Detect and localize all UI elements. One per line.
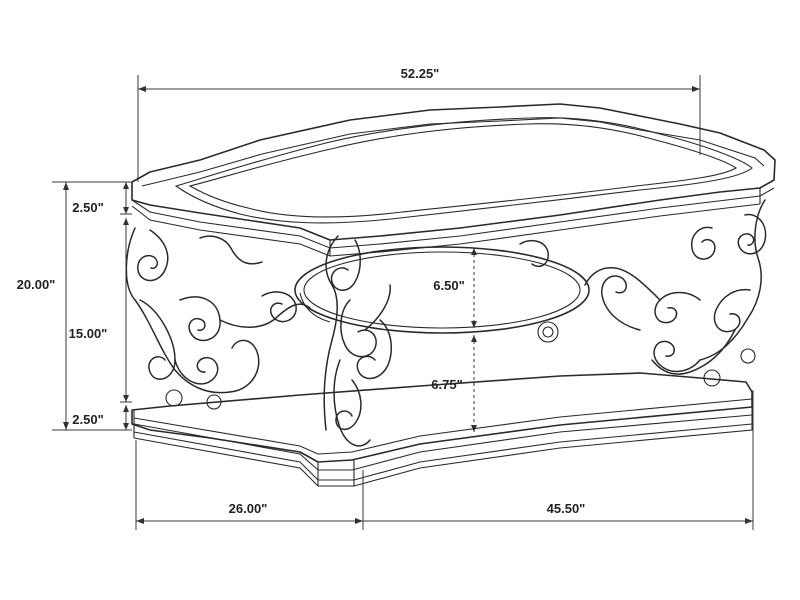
base-thickness-dimension: 2.50" xyxy=(72,405,129,430)
front-scroll-legs xyxy=(323,235,559,447)
shelf-clearance-top-label: 6.50" xyxy=(433,278,464,293)
top-thickness-label: 2.50" xyxy=(72,200,103,215)
depth-dimension: 26.00" xyxy=(135,440,364,530)
depth-label: 26.00" xyxy=(229,501,268,516)
table-top xyxy=(131,103,776,257)
base-thickness-label: 2.50" xyxy=(72,412,103,427)
overall-height-dimension: 20.00" xyxy=(17,181,132,431)
base-length-dimension: 45.50" xyxy=(363,390,754,530)
table-base xyxy=(131,372,753,487)
right-scroll-legs xyxy=(584,199,767,387)
overall-length-dimension: 52.25" xyxy=(137,66,701,182)
base-length-label: 45.50" xyxy=(547,501,586,516)
overall-height-label: 20.00" xyxy=(17,277,56,292)
top-thickness-dimension: 2.50" xyxy=(72,182,132,215)
shelf-clearance-dimension: 6.50" 6.75" xyxy=(431,248,477,432)
table-shelf xyxy=(294,246,590,334)
left-scroll-legs xyxy=(125,227,311,410)
leg-height-label: 15.00" xyxy=(69,326,108,341)
leg-height-dimension: 15.00" xyxy=(69,218,132,403)
overall-length-label: 52.25" xyxy=(401,66,440,81)
